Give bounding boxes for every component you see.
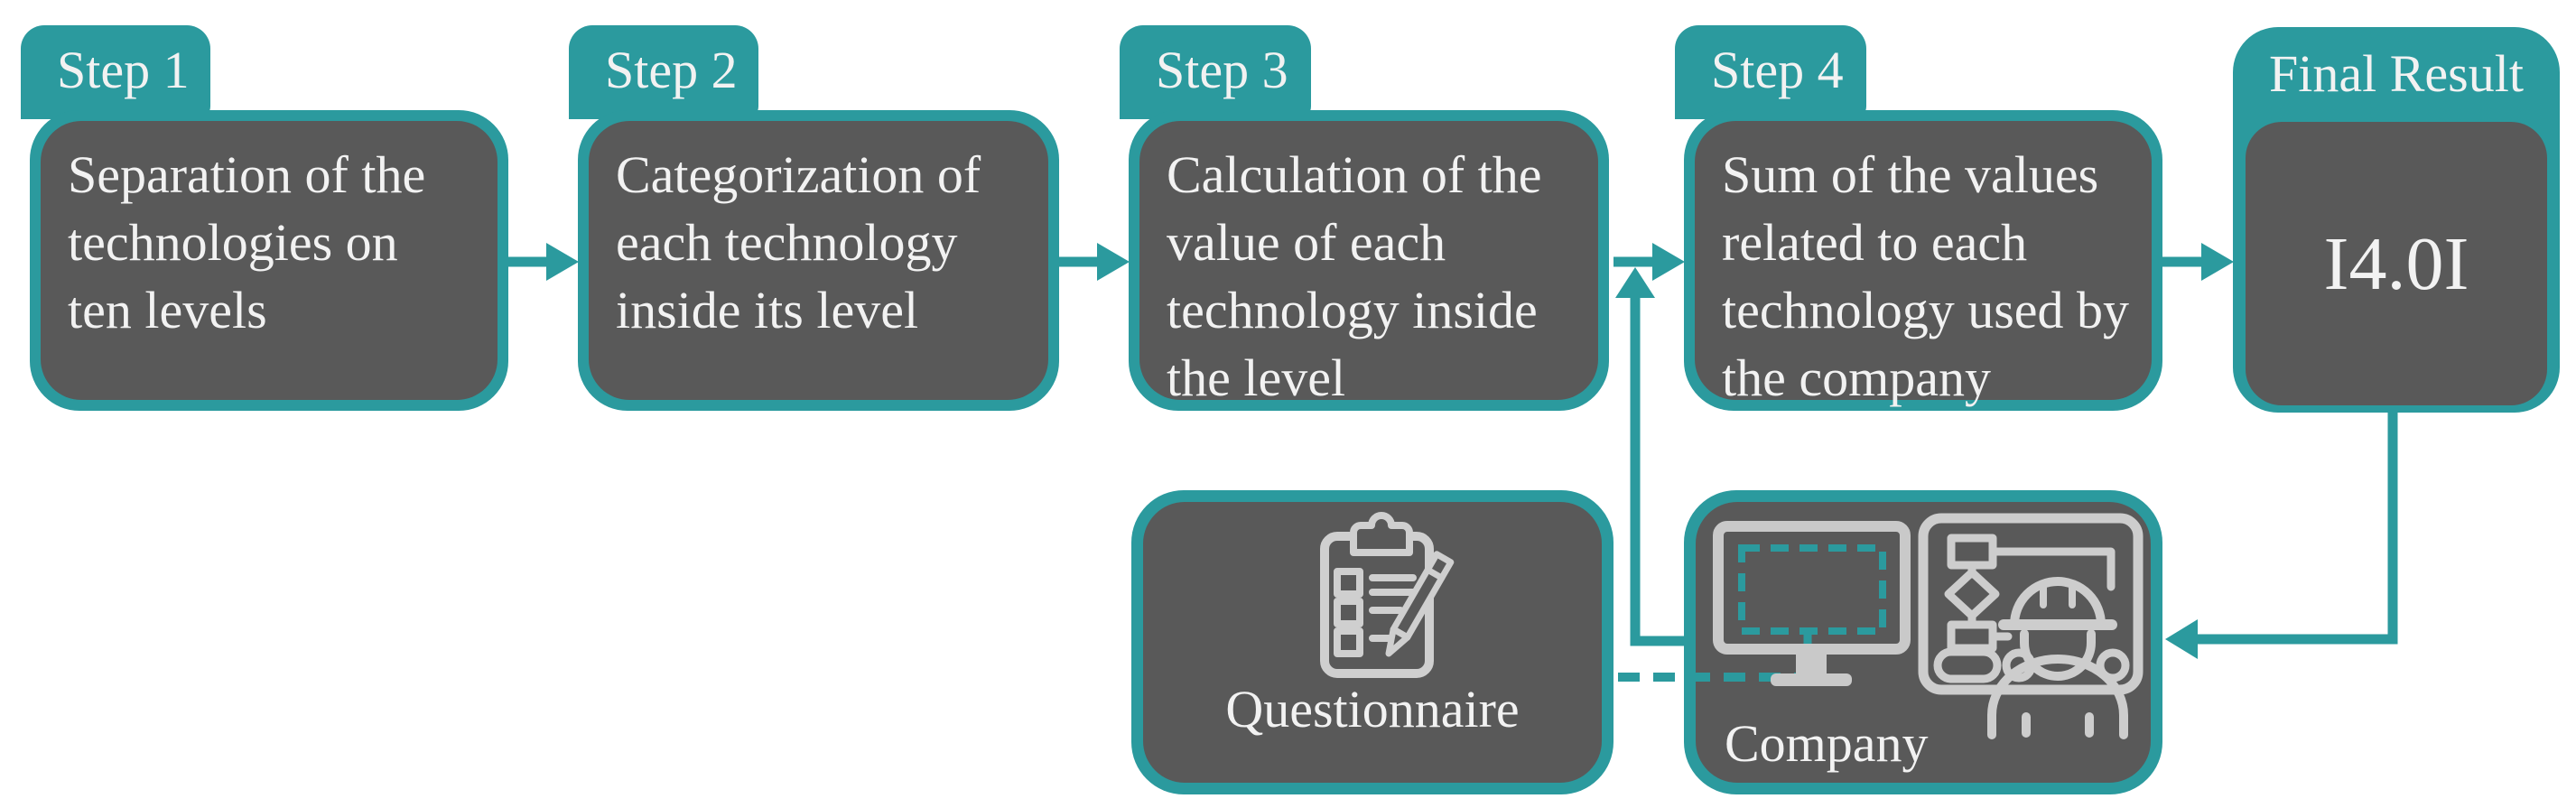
- questionnaire-label: Questionnaire: [1225, 680, 1520, 738]
- step1-box: Separation of the technologies on ten le…: [30, 110, 508, 411]
- step3-text-line: technology inside: [1167, 281, 1538, 339]
- step1-text-line: Separation of the: [68, 145, 426, 204]
- step2-text-line: inside its level: [616, 281, 919, 339]
- step1-text-line: technologies on: [68, 213, 398, 272]
- step4-tab: Step 4: [1675, 25, 1866, 119]
- flow-arrow-step4-final: [2162, 243, 2234, 281]
- step2-text-line: Categorization of: [616, 145, 981, 204]
- final-result-box: Final Result I4.0I: [2233, 27, 2560, 413]
- step4-text-line: the company: [1722, 348, 1991, 407]
- step4-box: Sum of the values related to each techno…: [1684, 110, 2162, 411]
- step2-box: Categorization of each technology inside…: [578, 110, 1059, 411]
- step3-text-line: value of each: [1167, 213, 1446, 272]
- flow-arrow-final-company: [2165, 413, 2398, 659]
- final-result-value: I4.0I: [2246, 122, 2547, 405]
- step4-text-line: related to each: [1722, 213, 2028, 272]
- flow-arrow-step2-step3: [1059, 243, 1130, 281]
- company-label: Company: [1725, 714, 1929, 773]
- flow-arrow-company-up: [1615, 267, 1684, 646]
- flow-arrow-step3-step4: [1613, 243, 1685, 281]
- step2-text-line: each technology: [616, 213, 958, 272]
- step3-box: Calculation of the value of each technol…: [1129, 110, 1609, 411]
- questionnaire-box: [1131, 490, 1613, 794]
- step1-tab: Step 1: [21, 25, 210, 119]
- final-result-title: Final Result: [2269, 44, 2524, 103]
- step1-text-line: ten levels: [68, 281, 267, 339]
- step2-tab: Step 2: [569, 25, 758, 119]
- step3-text-line: the level: [1167, 348, 1346, 407]
- step3-text-line: Calculation of the: [1167, 145, 1542, 204]
- step4-text-line: technology used by: [1722, 281, 2130, 339]
- step3-tab: Step 3: [1120, 25, 1311, 119]
- step4-text-line: Sum of the values: [1722, 145, 2099, 204]
- flow-arrow-step1-step2: [508, 243, 579, 281]
